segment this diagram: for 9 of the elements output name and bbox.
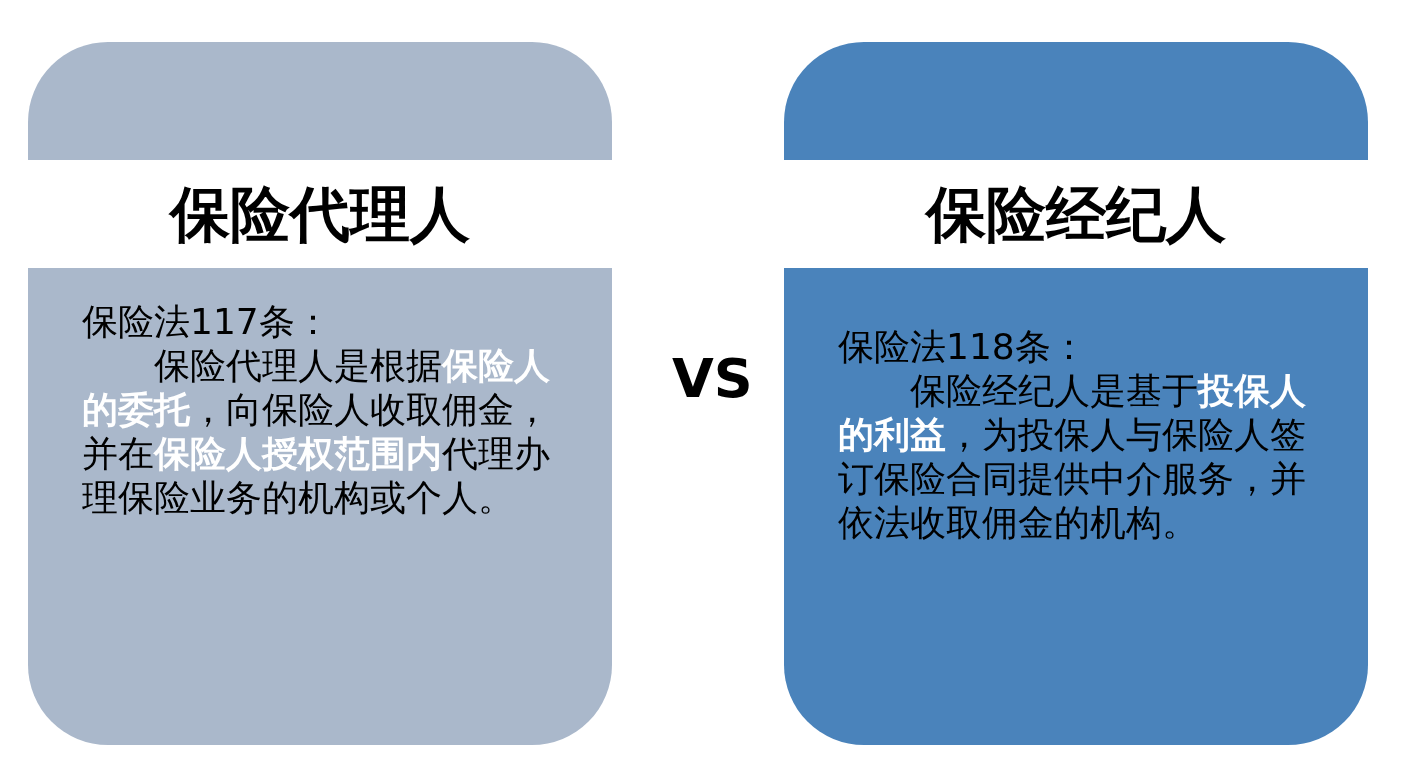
article-title: 保险法117条： <box>82 300 332 344</box>
card <box>28 42 612 745</box>
card <box>784 42 1368 745</box>
versus-label: VS <box>672 352 753 406</box>
article-title: 保险法118条： <box>838 325 1088 369</box>
card-heading: 保险代理人 <box>170 184 470 244</box>
definition-text: 保险代理人是根据保险人的委托，向保险人收取佣金，并在保险人授权范围内代理办理保险业务的机构或个人。 <box>82 344 551 520</box>
definition-text: 保险经纪人是基于投保人的利益，为投保人与保险人签订保险合同提供中介服务，并依法收取佣金的机构。 <box>838 369 1307 545</box>
card-heading: 保险经纪人 <box>926 184 1226 244</box>
